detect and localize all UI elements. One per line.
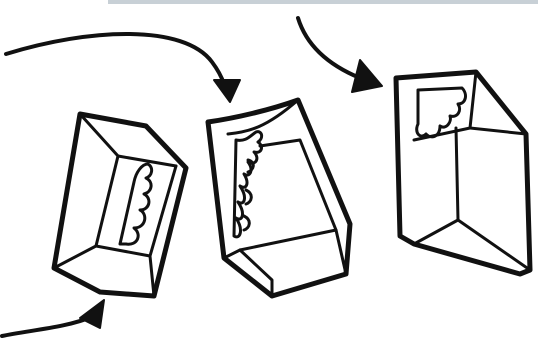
- top-strip: [108, 0, 538, 4]
- arrow-bottom-left: [2, 300, 104, 336]
- box-step-1: [54, 114, 186, 296]
- arrow-top-left: [6, 34, 240, 102]
- arrow-top-right-shaft: [298, 18, 360, 78]
- box-3-inner-vertical: [456, 128, 458, 220]
- arrow-top-right: [298, 18, 382, 92]
- arrow-bottom-left-head: [80, 300, 104, 328]
- box-2-outline: [208, 100, 350, 296]
- arrow-top-right-head: [352, 60, 382, 92]
- box-step-3: [396, 72, 530, 274]
- arrow-top-left-shaft: [6, 34, 224, 84]
- arrow-top-left-head: [214, 80, 240, 102]
- box-step-2: [208, 100, 350, 296]
